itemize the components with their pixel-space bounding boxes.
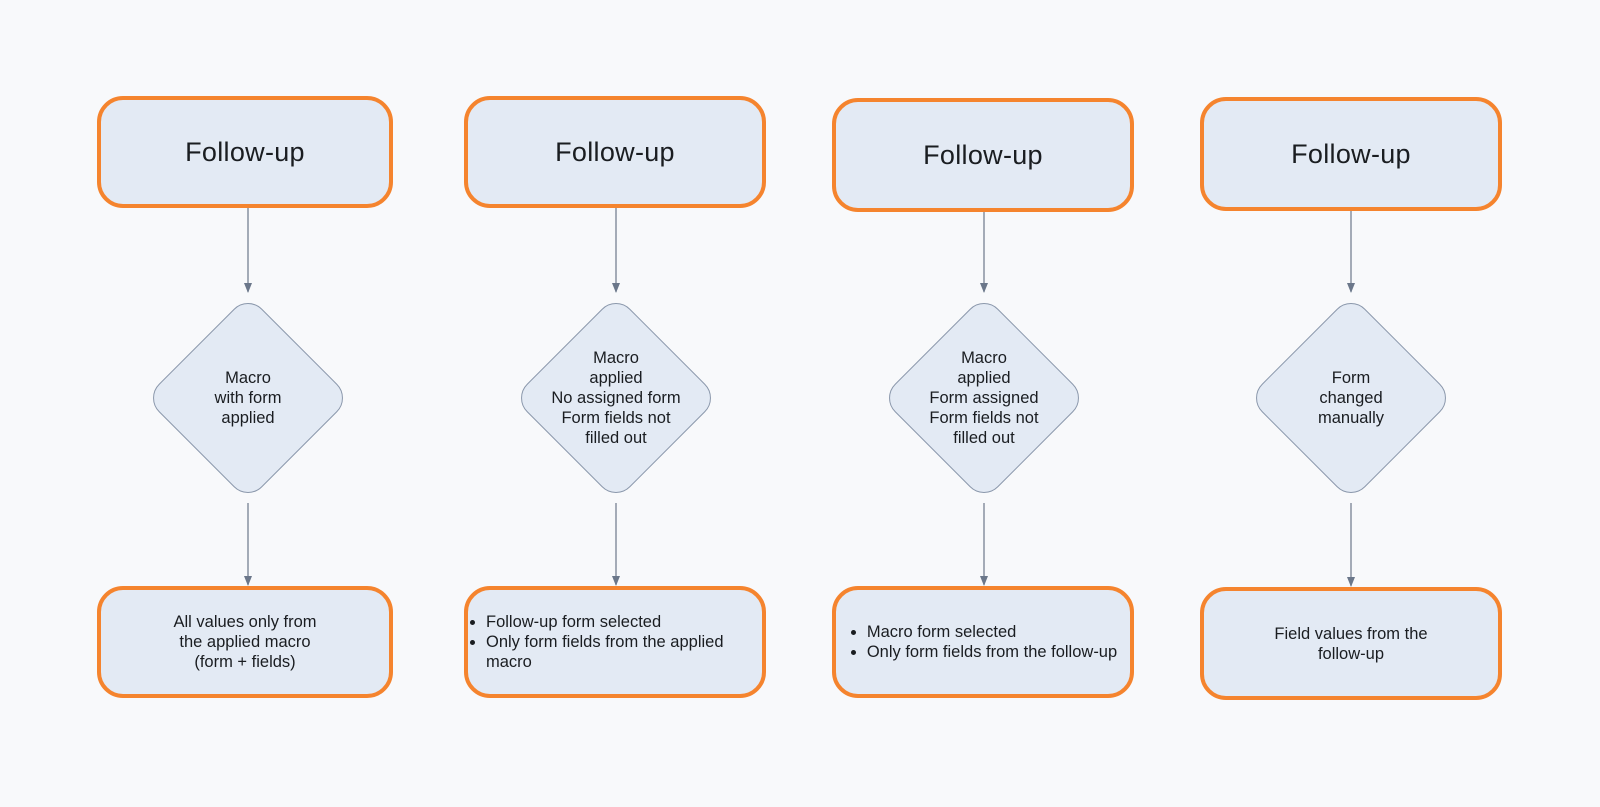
result-bullet: Only form fields from the follow-up (867, 642, 1117, 662)
result-bullet: Only form fields from the applied macro (486, 632, 762, 672)
follow-up-box: Follow-up (832, 98, 1134, 212)
decision-diamond: Macro applied Form assigned Form fields … (879, 293, 1089, 503)
decision-label: Form changed manually (1317, 369, 1385, 427)
follow-up-box: Follow-up (1200, 97, 1502, 211)
result-text: All values only from the applied macro (… (173, 613, 317, 671)
follow-up-title: Follow-up (185, 136, 305, 167)
follow-up-box: Follow-up (97, 96, 393, 208)
follow-up-title: Follow-up (1291, 138, 1411, 169)
result-box: Follow-up form selected Only form fields… (464, 586, 766, 698)
decision-diamond: Form changed manually (1246, 293, 1456, 503)
decision-label: Macro with form applied (214, 369, 282, 427)
decision-diamond: Macro applied No assigned form Form fiel… (511, 293, 721, 503)
decision-label: Macro applied Form assigned Form fields … (929, 349, 1039, 447)
follow-up-title: Follow-up (923, 139, 1043, 170)
result-bullet-list: Macro form selected Only form fields fro… (849, 622, 1117, 662)
result-bullet: Follow-up form selected (486, 612, 762, 632)
follow-up-title: Follow-up (555, 136, 675, 167)
result-box: All values only from the applied macro (… (97, 586, 393, 698)
result-bullet-list: Follow-up form selected Only form fields… (468, 612, 762, 672)
follow-up-box: Follow-up (464, 96, 766, 208)
result-bullet: Macro form selected (867, 622, 1117, 642)
decision-diamond: Macro with form applied (143, 293, 353, 503)
result-text: Field values from the follow-up (1274, 624, 1428, 663)
result-box: Field values from the follow-up (1200, 587, 1502, 700)
decision-label: Macro applied No assigned form Form fiel… (551, 349, 681, 447)
result-box: Macro form selected Only form fields fro… (832, 586, 1134, 698)
